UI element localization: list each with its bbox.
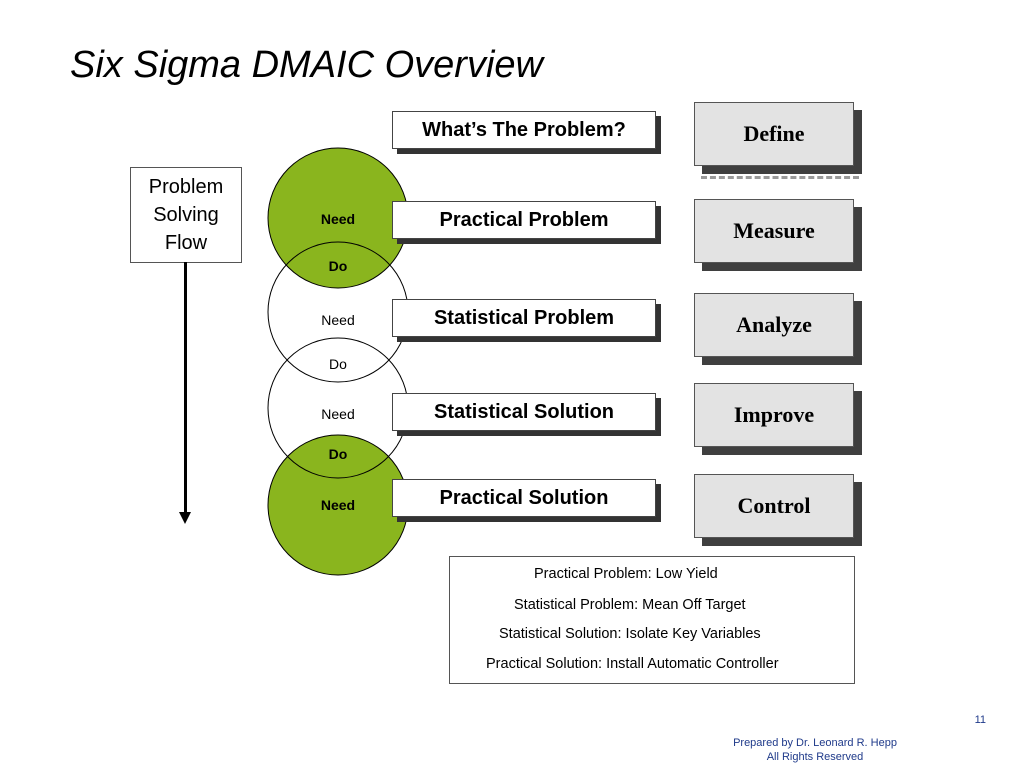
phase-define-box: Define — [694, 102, 854, 166]
phase-analyze-box: Analyze — [694, 293, 854, 357]
footer-credit: Prepared by Dr. Leonard R. Hepp All Righ… — [700, 736, 930, 764]
page-number: 11 — [974, 714, 986, 726]
statistical-solution-box: Statistical Solution — [392, 393, 656, 431]
whats-the-problem-box: What’s The Problem? — [392, 111, 656, 149]
define-dashed-underline — [701, 176, 859, 179]
example-practical-solution: Practical Solution: Install Automatic Co… — [486, 656, 779, 672]
phase-control-box: Control — [694, 474, 854, 538]
flow-arrow-head-icon — [179, 512, 191, 524]
flow-line-2: Solving — [153, 204, 219, 226]
slide-title: Six Sigma DMAIC Overview — [70, 44, 543, 86]
circle-label-do-2: Do — [329, 356, 347, 372]
circle-label-do-1: Do — [328, 258, 348, 274]
flow-line-1: Problem — [148, 176, 224, 198]
circle-label-need-3: Need — [321, 406, 355, 422]
circle-label-need-1: Need — [320, 211, 356, 227]
phase-improve-box: Improve — [694, 383, 854, 447]
example-box: Practical Problem: Low Yield Statistical… — [449, 556, 855, 684]
footer-line-2: All Rights Reserved — [766, 751, 864, 763]
circle-label-need-2: Need — [321, 312, 355, 328]
practical-problem-box: Practical Problem — [392, 201, 656, 239]
example-practical-problem: Practical Problem: Low Yield — [534, 566, 718, 582]
practical-solution-box: Practical Solution — [392, 479, 656, 517]
problem-solving-flow-box: Problem Solving Flow — [130, 167, 242, 263]
circle-label-need-4: Need — [320, 497, 356, 513]
phase-measure-box: Measure — [694, 199, 854, 263]
statistical-problem-box: Statistical Problem — [392, 299, 656, 337]
flow-arrow-shaft — [184, 262, 187, 514]
flow-line-3: Flow — [164, 232, 208, 254]
example-statistical-solution: Statistical Solution: Isolate Key Variab… — [499, 626, 761, 642]
example-statistical-problem: Statistical Problem: Mean Off Target — [514, 597, 746, 613]
footer-line-1: Prepared by Dr. Leonard R. Hepp — [733, 737, 897, 749]
circle-label-do-3: Do — [328, 446, 348, 462]
